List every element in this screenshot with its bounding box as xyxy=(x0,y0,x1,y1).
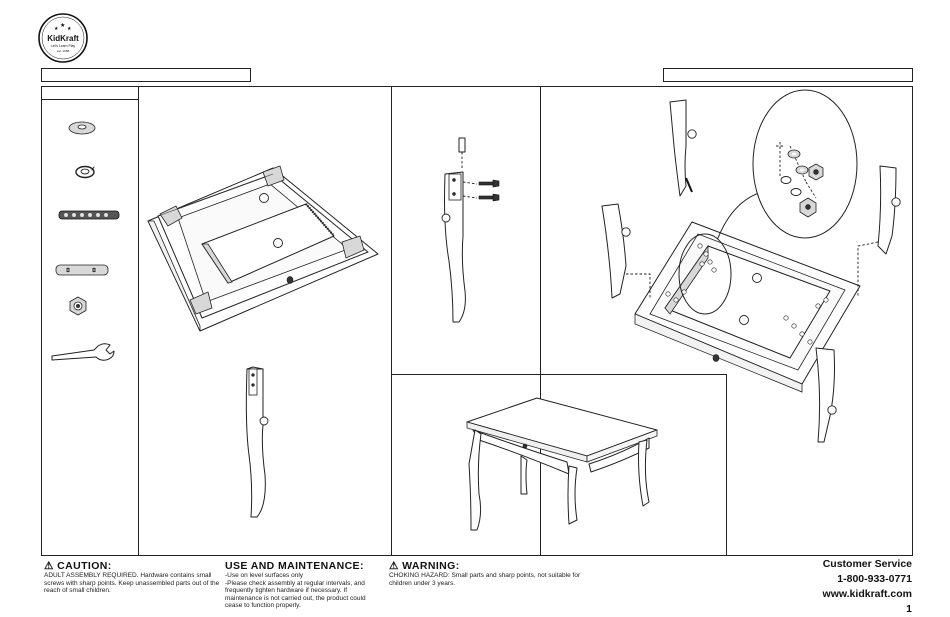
attach-legs-diagram xyxy=(601,89,901,443)
washer-icon xyxy=(68,121,96,135)
caution-title: CAUTION: xyxy=(57,560,112,572)
caution-body: ADULT ASSEMBLY REQUIRED. Hardware contai… xyxy=(44,572,220,595)
warning-icon: ⚠ xyxy=(389,560,399,572)
leg-diagram-1 xyxy=(245,366,269,518)
step-panel-4 xyxy=(391,374,727,556)
use-line-1: -Use on level surfaces only xyxy=(225,572,304,579)
use-maintenance-title: USE AND MAINTENANCE: xyxy=(225,560,364,572)
header-right-box xyxy=(663,68,913,82)
hex-nut-icon xyxy=(69,296,87,316)
caution-section: ⚠ CAUTION: ADULT ASSEMBLY REQUIRED. Hard… xyxy=(44,560,222,595)
barrel-nut-icon xyxy=(55,264,109,276)
header-left-box xyxy=(41,68,251,82)
use-line-2: -Please check assembly at regular interv… xyxy=(225,579,366,610)
warning-section: ⚠ WARNING: CHOKING HAZARD: Small parts a… xyxy=(389,560,584,587)
logo-brand: KidKraft xyxy=(47,34,79,43)
table-frame-diagram xyxy=(147,165,379,332)
lock-washer-icon xyxy=(75,165,95,179)
connector-bolt-icon xyxy=(58,210,120,220)
customer-service-website[interactable]: www.kidkraft.com xyxy=(822,588,912,600)
kidkraft-logo: ★ ★ ★ KidKraft Let's Learn Play est. 196… xyxy=(38,13,88,63)
customer-service-title: Customer Service xyxy=(822,558,912,570)
logo-badge-icon: ★ ★ ★ xyxy=(38,13,88,63)
use-maintenance-section: USE AND MAINTENANCE: -Use on level surfa… xyxy=(225,560,370,610)
warning-title: WARNING: xyxy=(402,560,460,572)
leg-bolt-diagram xyxy=(441,137,500,323)
svg-text:★: ★ xyxy=(60,22,65,29)
warning-body: CHOKING HAZARD: Small parts and sharp po… xyxy=(389,572,581,587)
hardware-panel xyxy=(41,86,139,556)
logo-tagline: Let's Learn Play xyxy=(50,44,76,48)
customer-service: Customer Service 1-800-933-0771 www.kidk… xyxy=(740,557,912,617)
finished-table-diagram xyxy=(466,397,658,531)
logo-est: est. 1968 xyxy=(56,49,70,53)
customer-service-phone: 1-800-933-0771 xyxy=(837,573,912,585)
wrench-icon xyxy=(51,343,115,361)
svg-text:★: ★ xyxy=(54,26,59,32)
caution-icon: ⚠ xyxy=(44,560,54,572)
svg-text:★: ★ xyxy=(67,26,72,32)
page-number: 1 xyxy=(906,603,912,615)
